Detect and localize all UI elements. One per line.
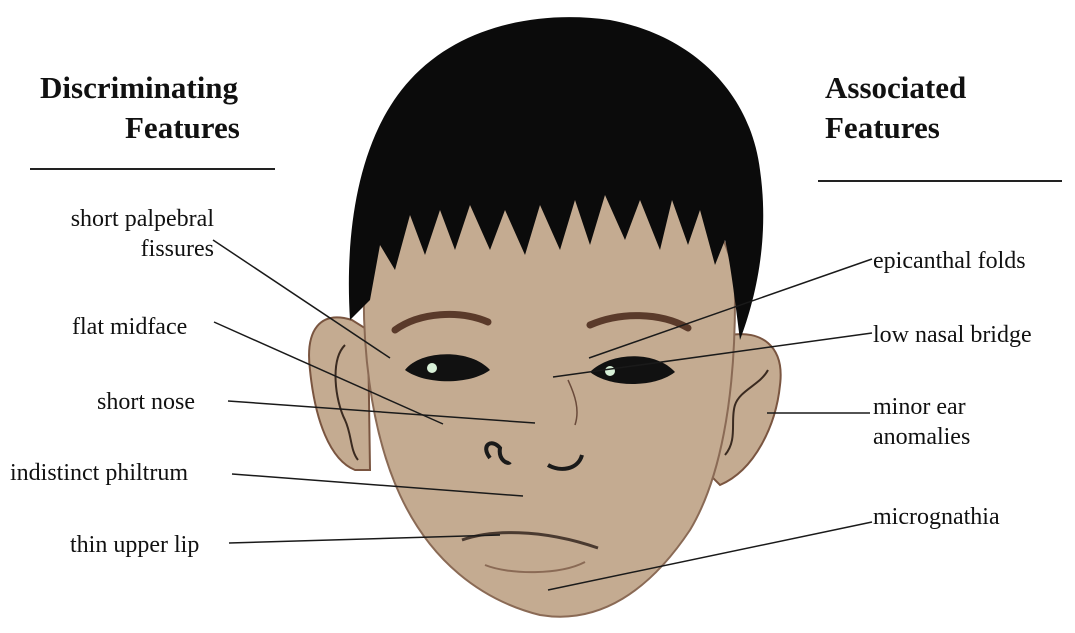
discriminating-heading-line-1: Discriminating [40,68,240,108]
label-minor-ear-anomalies-line-2: anomalies [873,422,970,452]
associated-heading-line-1: Associated [825,68,966,108]
label-indistinct-philtrum: indistinct philtrum [10,458,188,488]
label-short-palpebral-fissures-line-1: short palpebral [38,204,214,234]
label-low-nasal-bridge: low nasal bridge [873,320,1032,350]
label-short-palpebral-fissures: short palpebral fissures [38,204,214,264]
associated-features-heading: Associated Features [825,68,966,149]
label-minor-ear-anomalies-line-1: minor ear [873,392,970,422]
label-epicanthal-folds-text: epicanthal folds [873,248,1026,274]
label-flat-midface-text: flat midface [72,314,187,340]
label-low-nasal-bridge-text: low nasal bridge [873,322,1032,348]
label-flat-midface: flat midface [72,312,187,342]
left-eye-highlight [427,363,437,373]
associated-heading-line-2: Features [825,108,966,148]
label-thin-upper-lip-text: thin upper lip [70,532,199,558]
label-thin-upper-lip: thin upper lip [70,530,199,560]
label-micrognathia-text: micrognathia [873,504,1000,530]
label-short-nose-text: short nose [97,389,195,415]
label-indistinct-philtrum-text: indistinct philtrum [10,460,188,486]
label-epicanthal-folds: epicanthal folds [873,246,1026,276]
label-micrognathia: micrognathia [873,502,1000,532]
left-ear [309,317,370,470]
discriminating-heading-line-2: Features [40,108,240,148]
discriminating-features-heading: Discriminating Features [40,68,240,149]
label-short-palpebral-fissures-line-2: fissures [38,234,214,264]
label-minor-ear-anomalies: minor ear anomalies [873,392,970,452]
label-short-nose: short nose [97,387,195,417]
right-eye-highlight [605,366,615,376]
